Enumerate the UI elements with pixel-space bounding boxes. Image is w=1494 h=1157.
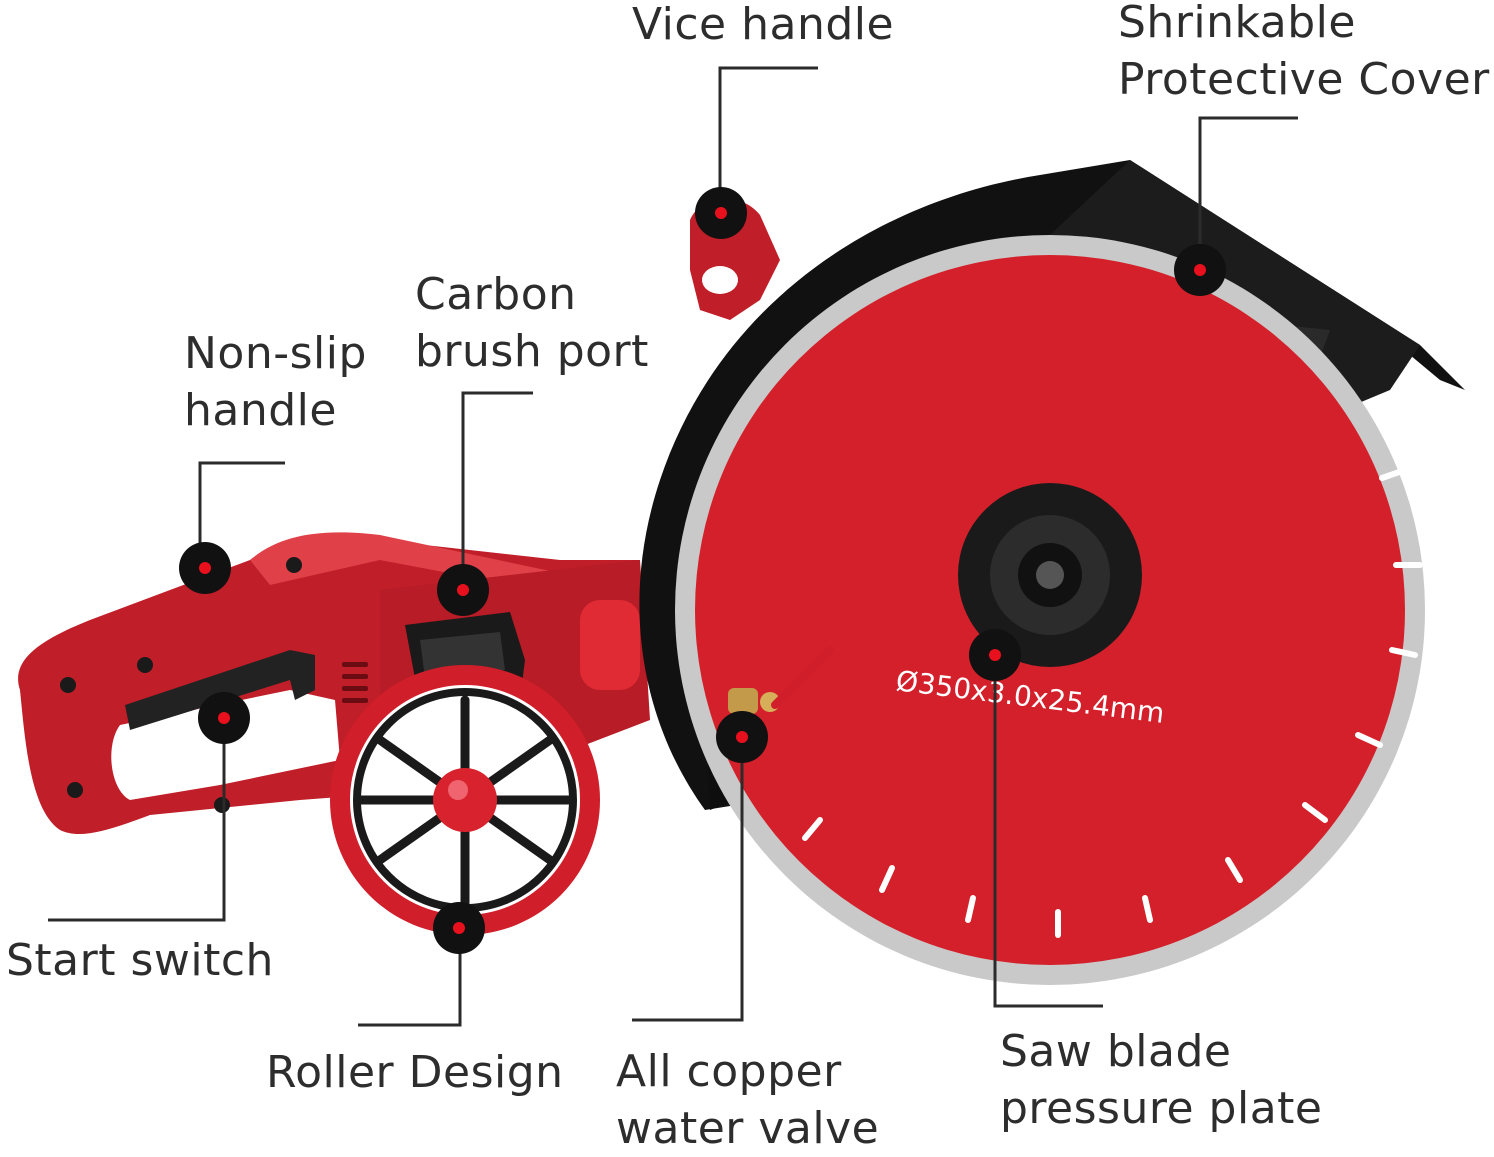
marker-water-valve [716, 711, 768, 763]
label-start-switch-text: Start switch [6, 935, 274, 986]
label-water-valve-line1: All copper [616, 1046, 842, 1097]
label-non-slip-handle: Non-slip handle [184, 325, 367, 439]
marker-pressure-plate [969, 629, 1021, 681]
label-water-valve: All copper water valve [616, 1043, 879, 1157]
label-vice-handle-text: Vice handle [632, 0, 895, 50]
leader-pressure-plate [993, 655, 1103, 1008]
label-carbon-line1: Carbon [415, 269, 577, 320]
label-pressure-plate-line2: pressure plate [1000, 1083, 1323, 1134]
label-roller-design: Roller Design [266, 1044, 564, 1101]
label-pressure-plate: Saw blade pressure plate [1000, 1023, 1322, 1137]
label-shrinkable-line2: Protective Cover [1118, 54, 1490, 105]
leader-lines [48, 66, 1298, 1027]
label-shrinkable-cover: Shrinkable Protective Cover [1118, 0, 1490, 108]
label-non-slip-line1: Non-slip [184, 328, 367, 379]
label-non-slip-line2: handle [184, 385, 337, 436]
leader-shrinkable-cover [1198, 116, 1298, 270]
label-water-valve-line2: water valve [616, 1103, 880, 1154]
roller-wheel [330, 665, 600, 935]
saw-blade [675, 235, 1425, 985]
label-roller-design-text: Roller Design [266, 1047, 564, 1098]
leader-start-switch [48, 718, 226, 922]
label-carbon-brush-port: Carbon brush port [415, 266, 649, 380]
marker-start-switch [198, 692, 250, 744]
marker-vice-handle [695, 187, 747, 239]
marker-non-slip-handle [179, 542, 231, 594]
marker-carbon-brush [437, 564, 489, 616]
label-vice-handle: Vice handle [632, 0, 894, 53]
label-carbon-line2: brush port [415, 326, 649, 377]
leader-roller-design [358, 928, 462, 1027]
label-start-switch: Start switch [6, 932, 274, 989]
label-shrinkable-line1: Shrinkable [1118, 0, 1356, 48]
leader-carbon-brush [461, 391, 533, 590]
leader-water-valve [632, 737, 744, 1022]
markers [179, 187, 1226, 954]
marker-roller-design [433, 902, 485, 954]
marker-shrinkable-cover [1174, 244, 1226, 296]
leader-vice-handle [718, 66, 818, 212]
leader-non-slip-handle [198, 461, 285, 568]
copper-valve-part [728, 646, 834, 714]
label-pressure-plate-line1: Saw blade [1000, 1026, 1232, 1077]
